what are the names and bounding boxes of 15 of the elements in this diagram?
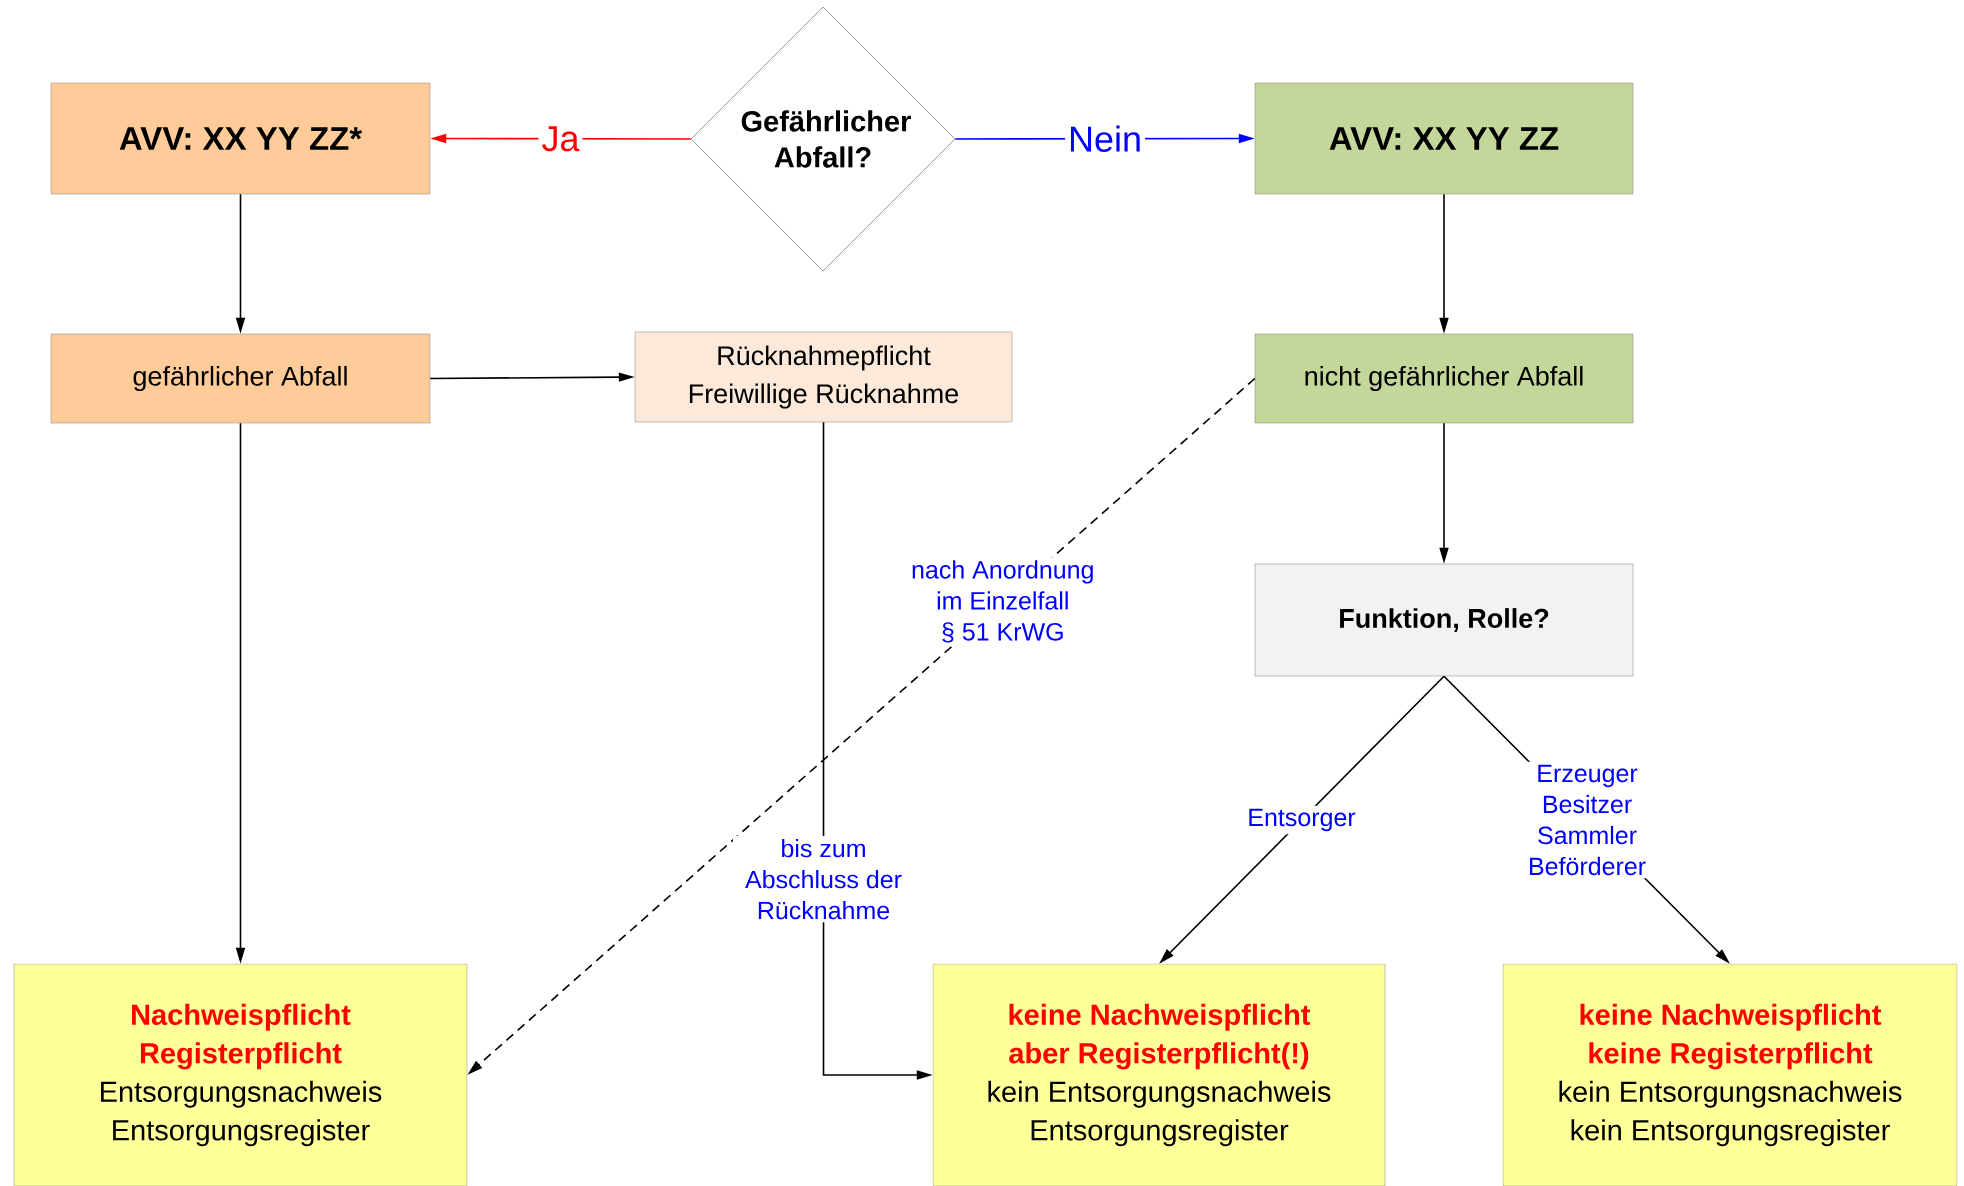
edge-label: Entsorger: [1244, 805, 1359, 835]
result-box: keine Nachweispflicht keine Registerpflicht kein Entsorgungsnachweis kein Entsorgungsregister: [1502, 963, 1958, 1186]
edge-label: Nein: [1065, 122, 1146, 155]
process-box: nicht gefährlicher Abfall: [1254, 333, 1634, 424]
decision-box: Funktion, Rolle?: [1254, 563, 1634, 677]
edge-label: Erzeuger Besitzer Sammler Beförderer: [1519, 761, 1655, 879]
process-box: gefährlicher Abfall: [50, 333, 431, 424]
process-box: AVV: XX YY ZZ: [1254, 82, 1634, 195]
edge-label: Ja: [538, 123, 583, 155]
edge-label: nach Anordnung im Einzelfall § 51 KrWG: [906, 557, 1100, 646]
result-box: keine Nachweispflicht aber Registerpflicht(!) kein Entsorgungsnachweis Entsorgungsregister: [932, 963, 1386, 1186]
process-box: AVV: XX YY ZZ*: [50, 82, 431, 195]
process-box: Rücknahmepflicht Freiwillige Rücknahme: [634, 331, 1013, 423]
result-box: Nachweispflicht Registerpflicht Entsorgungsnachweis Entsorgungsregister: [13, 963, 468, 1186]
edge-label: bis zum Abschluss der Rücknahme: [733, 836, 914, 923]
